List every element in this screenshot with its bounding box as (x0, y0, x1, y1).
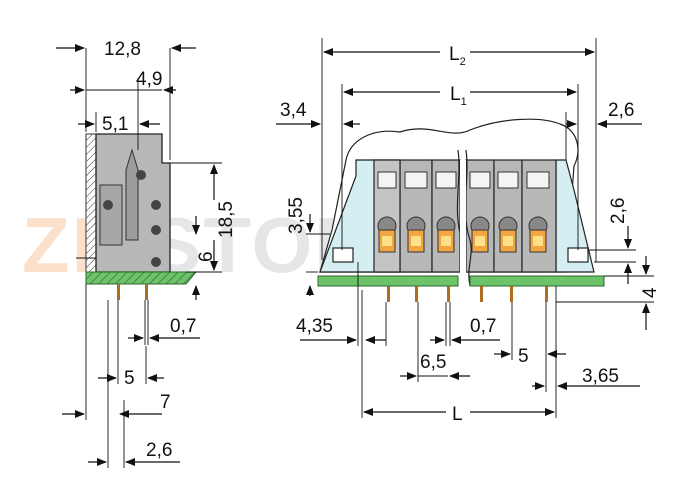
screw-hole-1 (136, 170, 146, 180)
dim-length-inner-sub: 1 (461, 96, 467, 108)
front-pins (387, 286, 548, 302)
dim-length-overall-base: L (449, 44, 460, 65)
dim-right-margin: 2,6 (608, 100, 634, 121)
dim-left-margin: 3,4 (280, 100, 307, 121)
dim-pcb-thickness: 4 (640, 287, 661, 298)
clamp-slot (99, 184, 123, 246)
dim-length-inner: L1 (450, 84, 467, 108)
dim-length: L (452, 404, 463, 425)
dim-side-pitch: 5 (124, 368, 135, 389)
dim-side-height: 18,5 (216, 201, 237, 238)
dim-left-pin-offset: 4,35 (296, 316, 333, 337)
dim-side-width: 12,8 (104, 39, 141, 60)
break-gap (460, 160, 466, 286)
dim-side-pin-height: 6 (196, 251, 217, 262)
dim-right-pin-offset: 3,65 (582, 366, 619, 387)
front-view: L2 L1 3,4 2,6 3,55 2,6 4 (276, 38, 661, 425)
flange-right (567, 247, 589, 263)
break-line-2 (464, 149, 472, 287)
dim-left-height: 3,55 (286, 197, 307, 234)
dim-side-offset-inner: 5,1 (102, 114, 128, 135)
wire-entries (377, 171, 550, 189)
side-view: 12,8 4,9 5,1 18,5 6 0,7 5 (56, 39, 237, 468)
dim-side-pin-offset: 7 (160, 392, 171, 413)
dim-front-pitch-small: 5 (518, 346, 529, 367)
pcb-left (317, 275, 459, 287)
side-pin-2 (145, 284, 148, 300)
screw-hole-5 (103, 200, 113, 210)
screw-hole-3 (151, 225, 161, 235)
dim-front-pitch: 6,5 (420, 352, 446, 373)
screw-hole-4 (151, 257, 161, 267)
side-pcb (85, 271, 198, 285)
dim-front-pin-width: 0,7 (470, 316, 496, 337)
dim-side-pin-spacing: 2,6 (146, 440, 172, 461)
panel-wall (85, 133, 97, 283)
side-pin-1 (117, 284, 120, 300)
pcb-right (469, 275, 605, 287)
dim-right-height: 2,6 (608, 198, 629, 224)
dim-length-overall: L2 (449, 44, 466, 68)
dim-side-pin-width: 0,7 (170, 316, 196, 337)
flange-left (332, 247, 354, 263)
levers (377, 216, 548, 253)
screw-hole-2 (151, 200, 161, 210)
dim-length-inner-base: L (450, 84, 461, 105)
dim-side-offset-top: 4,9 (136, 69, 162, 90)
lever-profile (125, 148, 139, 241)
dim-length-overall-sub: 2 (460, 56, 466, 68)
